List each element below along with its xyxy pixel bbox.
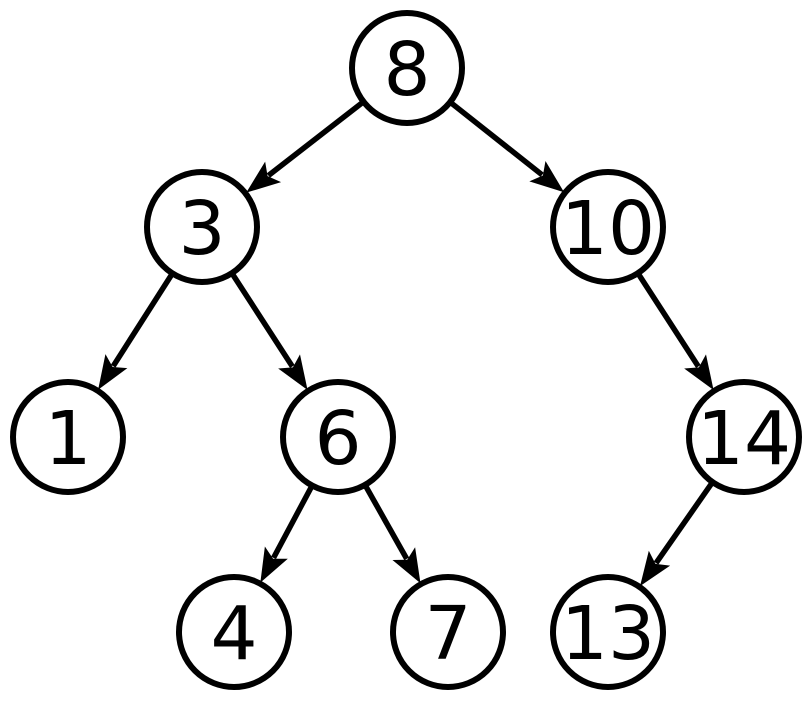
arrowhead-icon: [392, 547, 421, 584]
arrowhead-icon: [278, 354, 308, 390]
arrowhead-icon: [640, 550, 671, 587]
tree-edge-14-to-13: [640, 481, 715, 587]
node-circle[interactable]: [550, 574, 666, 690]
edge-shaft: [110, 272, 175, 368]
edge-shaft: [363, 484, 410, 561]
tree-edge-3-to-6: [230, 272, 308, 390]
nodes-layer: 8 3 10 1 6 14 4 7 13: [10, 10, 802, 690]
edge-shaft: [653, 481, 715, 565]
tree-edge-8-to-3: [246, 100, 365, 193]
node-circle[interactable]: [550, 169, 666, 285]
tree-edge-3-to-1: [98, 272, 175, 390]
tree-node-8[interactable]: 8: [349, 10, 465, 126]
arrowhead-icon: [684, 354, 714, 390]
edge-shaft: [230, 272, 295, 368]
tree-node-1[interactable]: 1: [10, 379, 126, 495]
node-circle[interactable]: [280, 379, 396, 495]
tree-edge-8-to-10: [449, 100, 565, 193]
arrowhead-icon: [98, 354, 128, 390]
node-circle[interactable]: [144, 169, 260, 285]
tree-node-13[interactable]: 13: [550, 574, 666, 690]
tree-edge-6-to-4: [260, 485, 315, 583]
edge-shaft: [636, 272, 701, 368]
node-label: 8: [383, 27, 430, 113]
tree-node-10[interactable]: 10: [550, 169, 666, 285]
tree-node-7[interactable]: 7: [390, 574, 506, 690]
node-label: 4: [210, 591, 257, 677]
edges-layer: [98, 100, 715, 587]
node-circle[interactable]: [686, 379, 802, 495]
arrowhead-icon: [246, 161, 282, 193]
arrowhead-icon: [260, 546, 288, 583]
edge-shaft: [266, 100, 365, 178]
tree-edge-10-to-14: [636, 272, 714, 390]
node-label: 14: [697, 396, 791, 482]
node-circle[interactable]: [10, 379, 126, 495]
node-label: 3: [178, 186, 225, 272]
node-label: 1: [44, 396, 91, 482]
tree-node-3[interactable]: 3: [144, 169, 260, 285]
arrowhead-icon: [529, 160, 565, 193]
node-circle[interactable]: [390, 574, 506, 690]
node-label: 6: [314, 396, 361, 482]
node-circle[interactable]: [176, 574, 292, 690]
edge-shaft: [449, 100, 544, 178]
node-label: 7: [424, 591, 471, 677]
edge-shaft: [271, 485, 315, 560]
tree-edge-6-to-7: [363, 484, 421, 584]
tree-node-6[interactable]: 6: [280, 379, 396, 495]
node-label: 13: [561, 591, 655, 677]
tree-node-14[interactable]: 14: [686, 379, 802, 495]
node-circle[interactable]: [349, 10, 465, 126]
tree-node-4[interactable]: 4: [176, 574, 292, 690]
node-label: 10: [561, 186, 655, 272]
